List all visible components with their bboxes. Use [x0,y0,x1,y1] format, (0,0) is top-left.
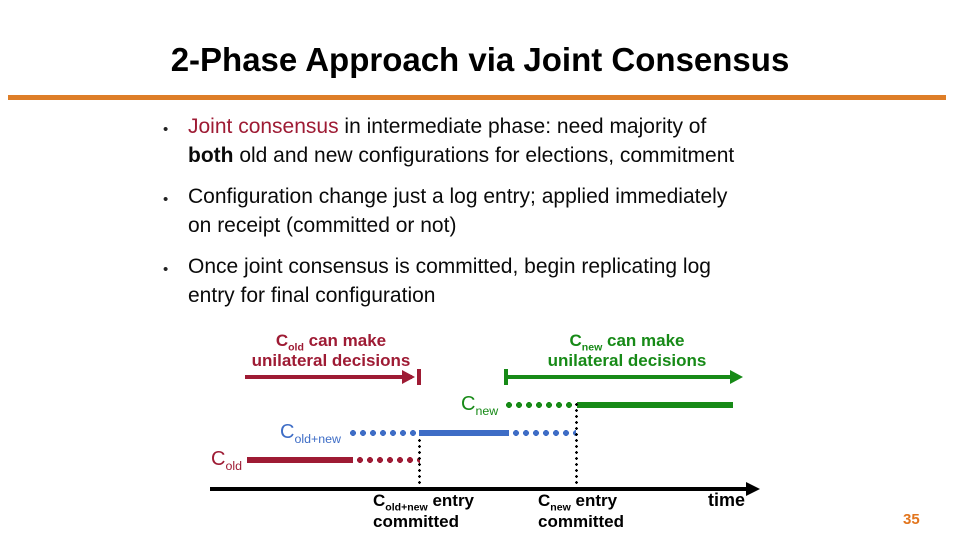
time-axis-label: time [708,490,746,510]
bullet3-line1: Once joint consensus is committed, begin… [188,255,711,278]
marker2-line2: committed [538,512,624,531]
cold-active-solid-line [247,457,353,463]
coldnew-uncommitted-dotted-line [349,429,417,437]
cold-period-arrow-line [245,375,412,379]
page-title: 2-Phase Approach via Joint Consensus [170,41,790,78]
bullet-icon: • [163,191,169,208]
cnew-uncommitted-dotted-line [505,401,573,409]
bullet-icon: • [163,121,169,138]
coldnew-superseded-dotted-line [512,429,576,437]
cnew-committed-guide-line [575,402,578,487]
cnew-callout-line2: unilateral decisions [547,351,707,370]
bullet-item-config-change: • Configuration change just a log entry;… [163,182,843,240]
bullet1-bold-word: both [188,144,234,167]
bullet2-line1: Configuration change just a log entry; a… [188,185,728,208]
coldnew-committed-solid-line [419,430,509,436]
cnew-committed-axis-label: Cnew entry committed [538,490,624,532]
coldnew-series-label: Cold+new [280,421,341,446]
coldnew-committed-axis-label: Cold+new entry committed [373,490,474,532]
cnew-series-label: Cnew [461,393,499,418]
title-divider [8,95,946,100]
slide-page-number: 35 [903,511,920,528]
cold-callout-line1: Cold can make [275,331,387,354]
cnew-period-arrowhead-icon [730,370,743,384]
cnew-unilateral-callout: Cnew can make unilateral decisions [522,331,732,371]
bullet-text: Joint consensus in intermediate phase: n… [188,112,734,170]
cnew-committed-solid-line [577,402,733,408]
bullet-list: • Joint consensus in intermediate phase:… [163,112,843,322]
cnew-period-arrow-line [504,375,731,379]
bullet-item-once-committed: • Once joint consensus is committed, beg… [163,252,843,310]
cold-series-label: Cold [211,448,242,473]
marker1-line1: Cold+new entry [373,491,475,514]
cold-callout-line2: unilateral decisions [251,351,411,370]
bullet-icon: • [163,261,169,278]
cold-period-end-bar [417,369,421,385]
time-axis-arrowhead-icon [746,482,760,496]
cnew-callout-line1: Cnew can make [569,331,685,354]
bullet3-line2: entry for final configuration [188,284,436,307]
cold-superseded-dotted-line [356,456,420,464]
bullet1-highlight: Joint consensus [188,115,339,138]
bullet2-line2: on receipt (committed or not) [188,214,457,237]
bullet1-line2: old and new configurations for elections… [233,144,735,167]
cold-period-arrowhead-icon [402,370,415,384]
marker1-line2: committed [373,512,459,531]
bullet-text: Once joint consensus is committed, begin… [188,252,711,310]
bullet-item-joint-consensus: • Joint consensus in intermediate phase:… [163,112,843,170]
marker2-line1: Cnew entry [538,491,618,514]
bullet1-line1: in intermediate phase: need majority of [338,115,707,138]
time-axis [210,487,748,491]
coldnew-committed-guide-line [418,438,421,487]
cold-unilateral-callout: Cold can make unilateral decisions [226,331,436,371]
bullet-text: Configuration change just a log entry; a… [188,182,727,240]
